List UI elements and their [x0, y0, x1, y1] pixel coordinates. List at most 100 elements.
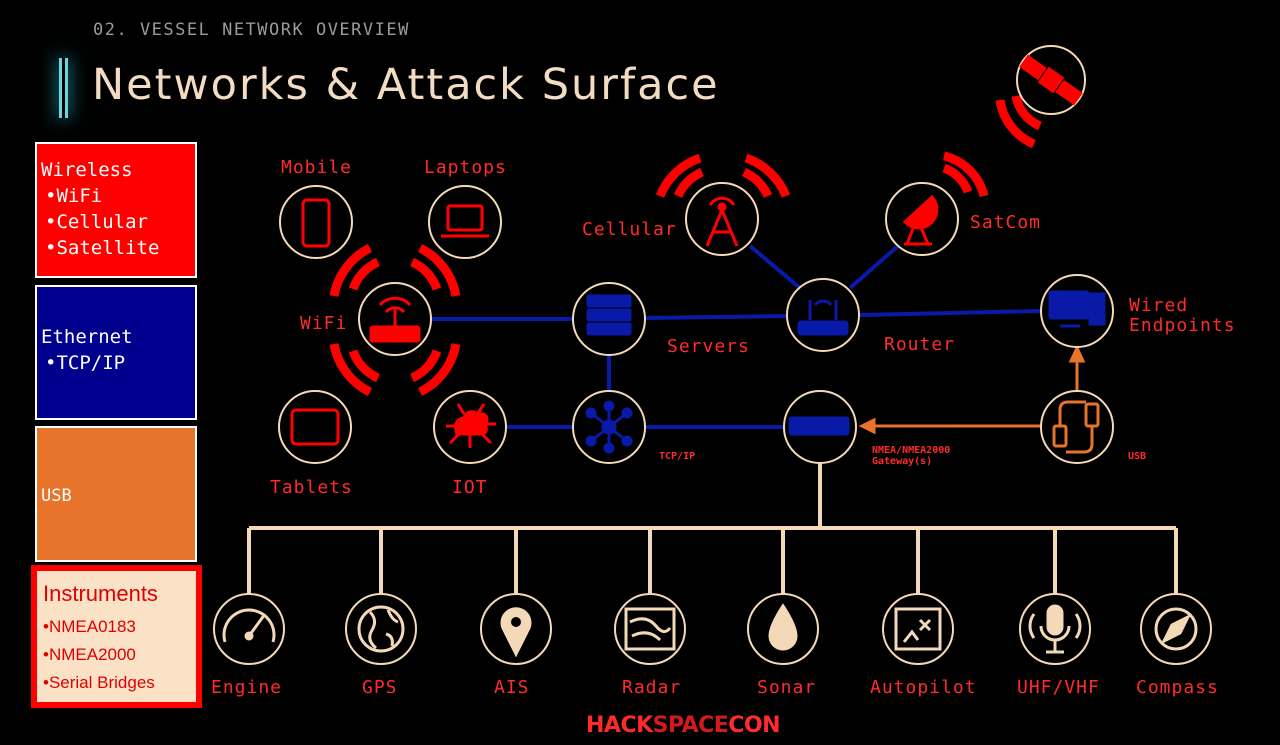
- wifi-arc-bl-outer: [329, 343, 373, 397]
- label-autopilot: Autopilot: [870, 677, 977, 698]
- compass-icon: [1154, 607, 1198, 651]
- label-uhfvhf: UHF/VHF: [1017, 677, 1100, 698]
- wifi-arc-tr-outer: [417, 243, 461, 297]
- mobile-phone-icon: [301, 198, 331, 248]
- instrument-radar-circle: [614, 593, 686, 665]
- engine-gauge-icon: [222, 608, 276, 643]
- instrument-icons: [222, 603, 1198, 658]
- legend-instruments: Instruments •NMEA0183 •NMEA2000 •Serial …: [31, 565, 202, 708]
- location-pin-icon: [500, 607, 532, 658]
- satellite-icon: [1019, 54, 1083, 106]
- instrument-bus: [247, 463, 1178, 594]
- cell-arc-r-inner: [741, 167, 773, 199]
- node-laptops: [428, 185, 502, 259]
- label-tcpip: TCP/IP: [659, 451, 696, 462]
- page-title: Networks & Attack Surface: [92, 60, 720, 110]
- network-hub-icon: [585, 400, 633, 454]
- gateway-device-icon: [788, 416, 850, 436]
- link-satcom-router: [848, 244, 900, 290]
- label-cellular: Cellular: [582, 219, 677, 240]
- node-router: [786, 278, 860, 352]
- radar-map-icon: [624, 607, 676, 651]
- cell-arc-l-inner: [673, 167, 705, 199]
- ethernet-links: [430, 244, 1043, 429]
- microphone-icon: [1028, 604, 1082, 654]
- legend-instruments-title: Instruments: [43, 581, 158, 606]
- label-compass: Compass: [1136, 677, 1219, 698]
- wifi-arc-bl-inner: [348, 349, 381, 383]
- label-tablets: Tablets: [270, 477, 353, 498]
- label-laptops: Laptops: [424, 157, 507, 178]
- legend-ethernet-title: Ethernet: [41, 326, 133, 348]
- label-satcom: SatCom: [970, 212, 1042, 233]
- section-label: 02. VESSEL NETWORK OVERVIEW: [93, 20, 410, 40]
- wifi-arc-tr-inner: [409, 257, 442, 291]
- instrument-autopilot-circle: [882, 593, 954, 665]
- legend-instruments-item: •Serial Bridges: [43, 673, 155, 692]
- sat-arc-outer: [942, 151, 989, 198]
- label-wifi: WiFi: [300, 313, 348, 334]
- wireless-signal-arcs: [329, 94, 1042, 397]
- link-router-wired: [859, 309, 1043, 317]
- cell-arc-r-outer: [744, 153, 791, 198]
- label-iot: IOT: [452, 477, 488, 498]
- link-cellular-router: [748, 244, 802, 290]
- wifi-arc-br-inner: [409, 349, 442, 383]
- node-circles: [278, 45, 1114, 464]
- usb-arrow-up: [1068, 344, 1086, 363]
- node-cellular: [685, 182, 759, 256]
- usb-arrow-left: [858, 417, 876, 435]
- water-drop-icon: [768, 603, 798, 651]
- brand-logo: HACKSPACECON: [586, 713, 781, 738]
- router-icon: [797, 299, 849, 336]
- wifi-arc-br-outer: [417, 343, 461, 397]
- legend-ethernet: Ethernet •TCP/IP: [35, 285, 197, 420]
- cell-tower-icon: [705, 196, 739, 247]
- usb-cable-icon: [1052, 400, 1100, 454]
- wifi-arc-tl-inner: [348, 257, 381, 291]
- laptop-icon: [441, 204, 489, 238]
- legend-wireless-item: •WiFi: [45, 185, 103, 207]
- sat-arc-inner: [942, 163, 973, 194]
- title-accent-bar: [59, 58, 68, 118]
- label-mobile: Mobile: [281, 157, 353, 178]
- satellite-arc-inner: [1011, 94, 1042, 131]
- legend-instruments-item: •NMEA2000: [43, 645, 136, 664]
- legend-wireless: Wireless •WiFi •Cellular •Satellite: [35, 142, 197, 278]
- wifi-arc-tl-outer: [329, 243, 373, 297]
- label-radar: Radar: [622, 677, 682, 698]
- satellite-dish-icon: [902, 194, 939, 246]
- label-ais: AIS: [494, 677, 530, 698]
- legend-wireless-item: •Cellular: [45, 211, 148, 233]
- label-sonar: Sonar: [757, 677, 817, 698]
- legend-usb: USB: [35, 426, 197, 562]
- red-icons: [290, 54, 1083, 448]
- label-gateway: NMEA/NMEA2000 Gateway(s): [872, 445, 951, 467]
- server-stack-icon: [586, 294, 632, 336]
- label-gps: GPS: [362, 677, 398, 698]
- satellite-arc-outer: [995, 99, 1036, 149]
- tablet-icon: [290, 408, 340, 446]
- usb-links: [858, 344, 1086, 435]
- legend-wireless-item: •Satellite: [45, 237, 160, 259]
- desktop-computer-icon: [1048, 290, 1106, 328]
- iot-cloud-icon: [446, 403, 496, 448]
- autopilot-chart-icon: [894, 607, 942, 651]
- link-servers-router: [645, 314, 788, 320]
- label-router: Router: [884, 334, 956, 355]
- legend-usb-title: USB: [41, 486, 72, 506]
- node-tablets: [278, 390, 352, 464]
- wifi-router-icon: [369, 296, 421, 343]
- globe-icon: [357, 605, 405, 653]
- cell-arc-l-outer: [655, 153, 702, 198]
- legend-wireless-title: Wireless: [41, 159, 133, 181]
- label-usb: USB: [1128, 451, 1147, 462]
- legend-ethernet-item: •TCP/IP: [45, 352, 126, 374]
- label-engine: Engine: [211, 677, 283, 698]
- instrument-engine-circle: [213, 593, 285, 665]
- instrument-gps-circle: [345, 593, 417, 665]
- label-servers: Servers: [667, 336, 750, 357]
- legend-instruments-item: •NMEA0183: [43, 617, 136, 636]
- label-wired-endpoints: Wired Endpoints: [1129, 295, 1236, 336]
